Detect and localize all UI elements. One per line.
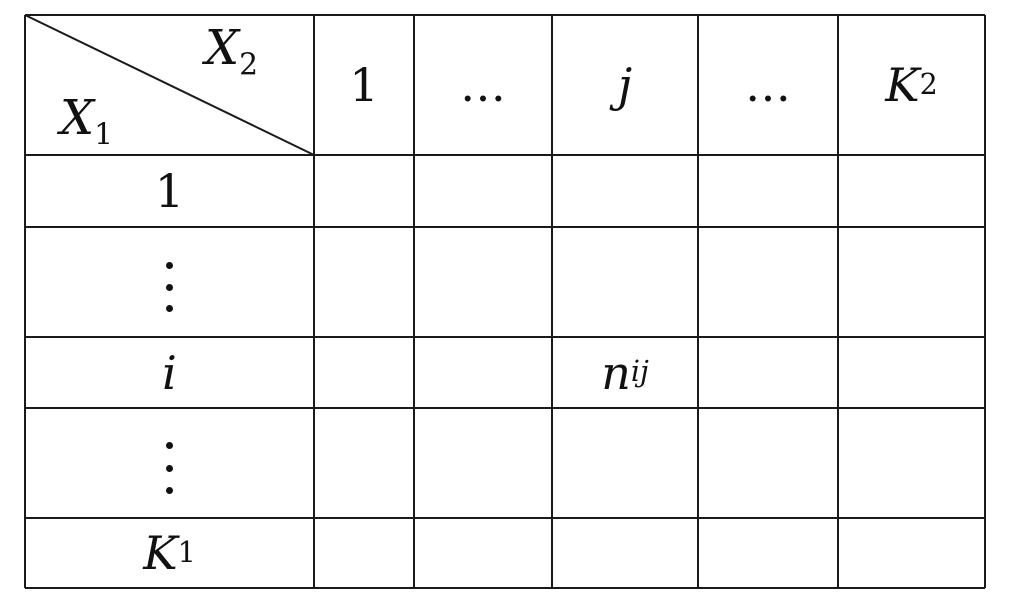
corner-diagonal: [24, 14, 315, 156]
column-header-ellipsis-1: …: [460, 58, 506, 112]
row-variable-label: X1: [60, 90, 114, 153]
row-header-vdots-1: [165, 262, 173, 312]
column-header-1: 1: [349, 58, 379, 112]
row-header-1: 1: [154, 164, 185, 218]
column-header-ellipsis-2: …: [745, 58, 791, 112]
row-header-vdots-2: [165, 442, 173, 494]
column-header-j: j: [617, 58, 633, 112]
row-header-i: i: [162, 345, 177, 400]
column-variable-label: X2: [205, 20, 259, 83]
